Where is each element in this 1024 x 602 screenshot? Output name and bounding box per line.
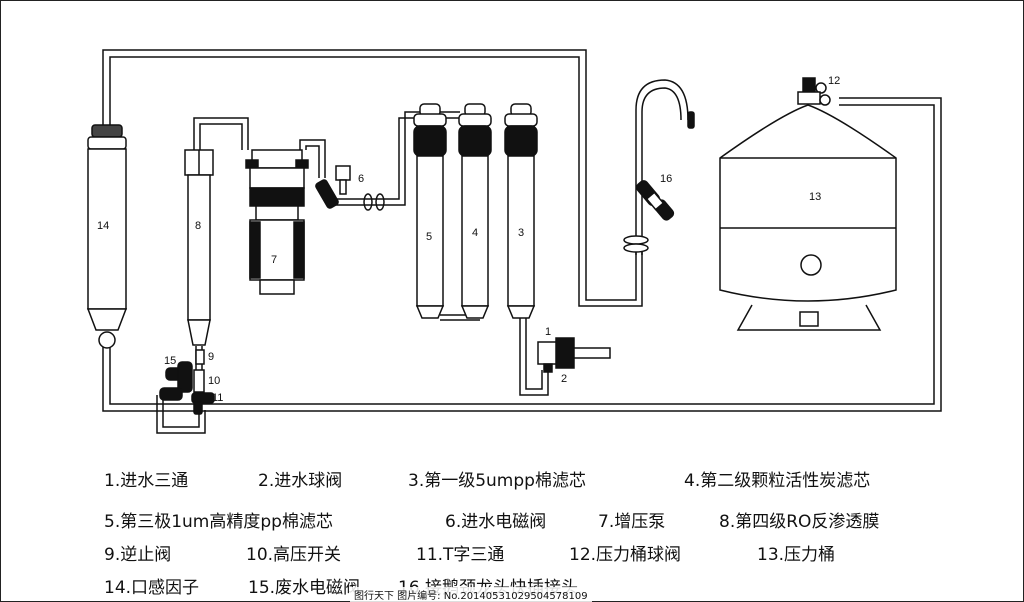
label-6: 6 [358, 173, 364, 185]
label-4: 4 [472, 227, 478, 239]
label-15: 15 [164, 355, 176, 367]
legend-item-6: 6.进水电磁阀 [445, 512, 547, 532]
label-7: 7 [271, 254, 277, 266]
valve-cluster [159, 349, 215, 415]
label-3: 3 [518, 227, 524, 239]
legend-item-5: 5.第三极1um高精度pp棉滤芯 [104, 512, 333, 532]
label-1: 1 [545, 326, 551, 338]
label-14: 14 [97, 220, 109, 232]
legend-item-9: 9.逆止阀 [104, 545, 172, 565]
taste-factor-filter [86, 124, 128, 349]
filter-housing-4 [458, 103, 492, 319]
inlet-solenoid-valve [315, 165, 385, 211]
label-9: 9 [208, 351, 214, 363]
label-5: 5 [426, 231, 432, 243]
inlet-tee-and-ball-valve [537, 337, 611, 373]
legend-item-8: 8.第四级RO反渗透膜 [719, 512, 880, 532]
label-2: 2 [561, 373, 567, 385]
faucet-connector [623, 111, 695, 253]
legend-item-3: 3.第一级5umpp棉滤芯 [408, 471, 586, 491]
filter-housing-5 [413, 103, 447, 319]
ro-membrane [184, 149, 214, 346]
label-12: 12 [828, 75, 840, 87]
tank-ball-valve [797, 77, 831, 106]
pressure-tank [719, 104, 897, 331]
tubing [102, 49, 942, 434]
legend-item-11: 11.T字三通 [416, 545, 505, 565]
legend-item-12: 12.压力桶球阀 [569, 545, 682, 565]
legend-item-2: 2.进水球阀 [258, 471, 343, 491]
label-10: 10 [208, 375, 220, 387]
label-13: 13 [809, 191, 821, 203]
legend-item-14: 14.口感因子 [104, 578, 200, 598]
legend-item-1: 1.进水三通 [104, 471, 189, 491]
booster-pump [245, 149, 309, 295]
watermark: 图行天下 图片编号: No.20140531029504578109 [350, 587, 592, 602]
label-16: 16 [660, 173, 672, 185]
label-8: 8 [195, 220, 201, 232]
legend-item-10: 10.高压开关 [246, 545, 342, 565]
filter-housing-3 [504, 103, 538, 319]
component-labels: 1 2 3 4 5 6 7 8 9 10 11 12 13 14 15 16 [97, 75, 840, 404]
label-11: 11 [212, 392, 223, 404]
legend-item-4: 4.第二级颗粒活性炭滤芯 [684, 471, 871, 491]
legend-item-7: 7.增压泵 [598, 512, 666, 532]
legend-item-15: 15.废水电磁阀 [248, 578, 361, 598]
legend-item-13: 13.压力桶 [757, 545, 836, 565]
